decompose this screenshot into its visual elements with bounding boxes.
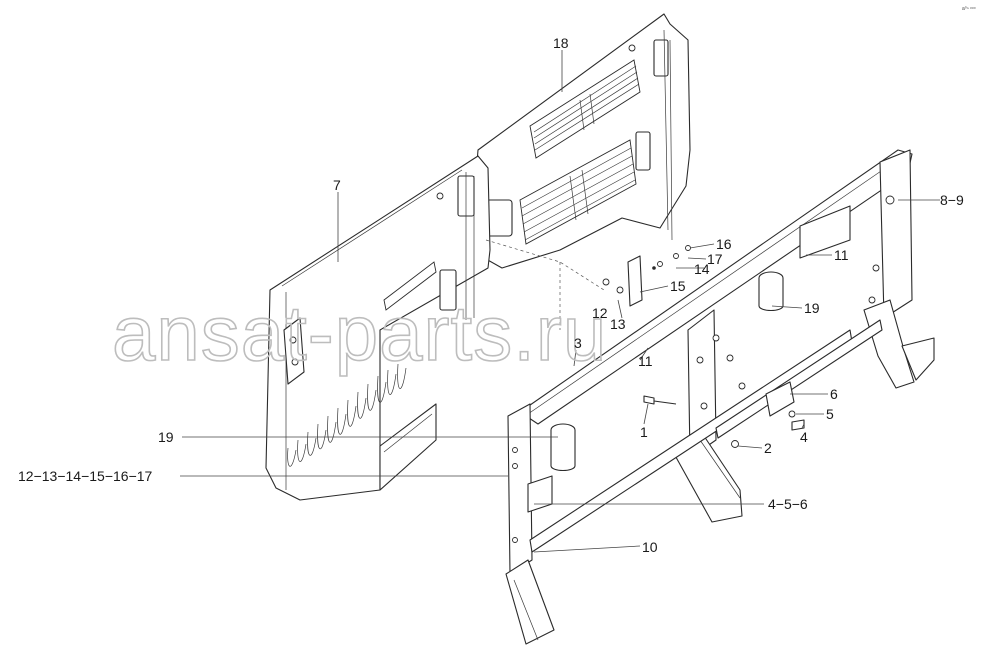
left-side-panel	[265, 155, 491, 501]
fasteners	[602, 245, 805, 448]
callout-19-top: 19	[804, 300, 820, 316]
inner-bulkhead	[485, 239, 605, 330]
callout-14-top: 14	[694, 261, 710, 277]
callout-11-mid: 11	[638, 353, 653, 369]
callout-10: 10	[642, 539, 658, 555]
front-frame	[505, 149, 935, 645]
callout-5: 5	[826, 406, 834, 422]
callout-labels: 18 7 8−9 11 16 17 14 15 19 12 13 3 11 6 …	[18, 35, 964, 555]
callout-16: 16	[716, 236, 732, 252]
corner-mark: a⁰ⁿ ᵒᵒᵒ	[962, 6, 976, 12]
watermark: ansat-parts.ru	[112, 289, 607, 377]
callout-11-top: 11	[834, 247, 849, 263]
callout-19-left: 19	[158, 429, 174, 445]
callout-17-top: 17	[707, 251, 723, 267]
callout-12-17: 12−13−14−15−16−17	[18, 468, 153, 484]
callout-13-top: 13	[610, 316, 626, 332]
callout-7: 7	[333, 177, 341, 193]
callout-4: 4	[800, 429, 808, 445]
callout-2: 2	[764, 440, 772, 456]
callout-12-top: 12	[592, 305, 608, 321]
leader-lines	[180, 50, 940, 553]
side-louvres	[287, 363, 407, 467]
callout-3: 3	[574, 335, 582, 351]
callout-4-6: 4−5−6	[768, 496, 808, 512]
callout-8-9: 8−9	[940, 192, 964, 208]
callout-1: 1	[640, 424, 648, 440]
callout-18: 18	[553, 35, 569, 51]
callout-15-top: 15	[670, 278, 686, 294]
rear-grille-panel	[469, 13, 691, 269]
callout-6: 6	[830, 386, 838, 402]
